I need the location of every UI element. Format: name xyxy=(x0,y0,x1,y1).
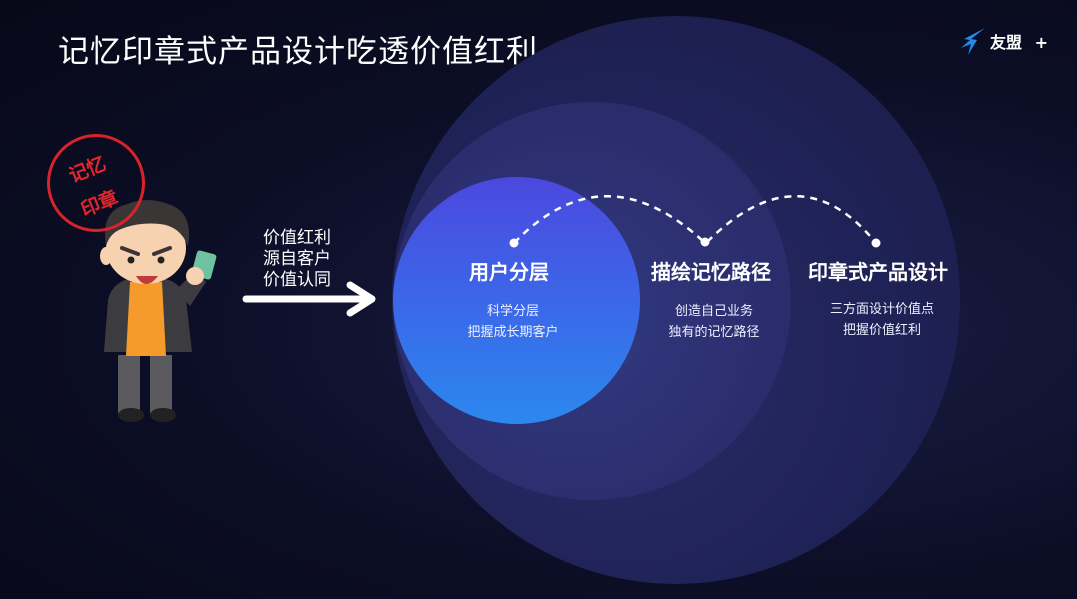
stamp-line-1: 记忆 xyxy=(65,152,110,188)
value-note-line: 价值红利 xyxy=(263,228,331,248)
stage-desc-line: 把握成长期客户 xyxy=(467,325,559,340)
logo-bird-icon xyxy=(961,28,985,55)
stage-title-stamp-design: 印章式产品设计 xyxy=(808,260,948,284)
stage-desc-line: 独有的记忆路径 xyxy=(668,325,760,340)
logo-text: 友盟 + xyxy=(990,29,1048,53)
stage-desc-memory-path: 创造自己业务 独有的记忆路径 xyxy=(668,301,759,343)
arc-dot-1 xyxy=(509,238,519,248)
value-note-line: 价值认同 xyxy=(263,270,331,290)
stage-desc-line: 把握价值红利 xyxy=(842,323,922,338)
logo: 友盟 + xyxy=(958,26,1048,56)
value-note-line: 源自客户 xyxy=(263,249,331,269)
value-note: 价值红利 源自客户 价值认同 xyxy=(263,228,331,291)
stage-title-user-segmentation: 用户分层 xyxy=(469,260,549,284)
stage-desc-line: 创造自己业务 xyxy=(674,304,754,319)
stage-desc-line: 三方面设计价值点 xyxy=(829,302,935,317)
stage-title-memory-path: 描绘记忆路径 xyxy=(651,260,771,284)
arc-dot-3 xyxy=(871,238,881,248)
stage-desc-user-segmentation: 科学分层 把握成长期客户 xyxy=(467,301,558,343)
character-illustration xyxy=(100,200,217,422)
dashed-arc-1 xyxy=(513,195,705,244)
stage-desc-line: 科学分层 xyxy=(486,304,540,319)
arrow-right-icon xyxy=(242,281,376,317)
stage-desc-stamp-design: 三方面设计价值点 把握价值红利 xyxy=(830,299,934,341)
logo-plus: + xyxy=(1034,33,1048,52)
stamp-line-2: 印章 xyxy=(77,186,122,222)
logo-name: 友盟 xyxy=(990,33,1023,52)
arc-dot-2 xyxy=(700,237,710,247)
inner-circle xyxy=(393,177,640,424)
memory-stamp: 记忆 印章 xyxy=(47,134,145,232)
dashed-arc-2 xyxy=(706,195,877,244)
page-title: 记忆印章式产品设计吃透价值红利 xyxy=(58,34,538,70)
